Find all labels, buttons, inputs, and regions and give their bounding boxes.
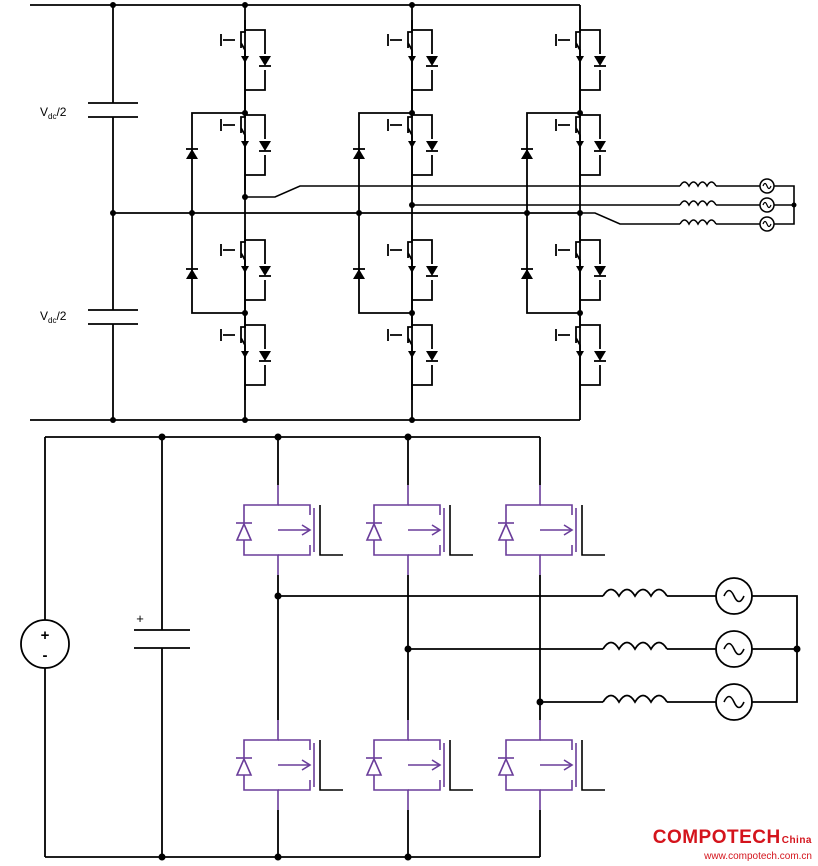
mosfet-icon xyxy=(497,719,606,811)
inductor-icon xyxy=(602,641,668,650)
source-minus-sign: - xyxy=(43,647,48,664)
ac-source-icon xyxy=(715,630,753,668)
dc-source-icon xyxy=(20,619,70,669)
source-plus-sign: + xyxy=(41,627,50,644)
igbt-icon xyxy=(220,314,272,401)
igbt-icon xyxy=(555,229,607,316)
ac-source-icon xyxy=(759,178,775,194)
inductor-icon xyxy=(602,588,668,597)
clamp-diode-icon xyxy=(520,268,534,280)
capacitor-polarity-mark: + xyxy=(136,611,144,626)
igbt-icon xyxy=(387,229,439,316)
mosfet-icon xyxy=(365,484,474,576)
bottom-two-level-inverter xyxy=(20,436,798,858)
mosfet-icon xyxy=(235,484,344,576)
igbt-icon xyxy=(387,104,439,191)
inductor-icon xyxy=(679,181,717,187)
igbt-icon xyxy=(555,19,607,106)
clamp-diode-icon xyxy=(520,148,534,160)
vdc-lower-label: Vdc/2 xyxy=(40,309,67,325)
top-output-wiring xyxy=(245,185,795,225)
mosfet-icon xyxy=(235,719,344,811)
ac-source-icon xyxy=(759,197,775,213)
igbt-icon xyxy=(387,314,439,401)
igbt-icon xyxy=(220,19,272,106)
ac-source-icon xyxy=(715,683,753,721)
inductor-icon xyxy=(679,219,717,225)
igbt-icon xyxy=(220,229,272,316)
vdc-upper-label: Vdc/2 xyxy=(40,105,67,121)
watermark-brand: COMPOTECHChina xyxy=(652,827,812,848)
mosfet-icon xyxy=(365,719,474,811)
inductor-icon xyxy=(602,694,668,703)
inductor-icon xyxy=(679,200,717,206)
igbt-icon xyxy=(220,104,272,191)
igbt-icon xyxy=(555,104,607,191)
clamp-diode-icon xyxy=(352,268,366,280)
mosfet-icon xyxy=(497,484,606,576)
ac-source-icon xyxy=(759,216,775,232)
watermark-url: www.compotech.com.cn xyxy=(704,851,812,862)
ac-source-icon xyxy=(715,577,753,615)
igbt-icon xyxy=(387,19,439,106)
clamp-diode-icon xyxy=(352,148,366,160)
compotech-watermark: COMPOTECHChina www.compotech.com.cn xyxy=(652,827,812,863)
clamp-diode-icon xyxy=(185,148,199,160)
clamp-diode-icon xyxy=(185,268,199,280)
igbt-icon xyxy=(555,314,607,401)
